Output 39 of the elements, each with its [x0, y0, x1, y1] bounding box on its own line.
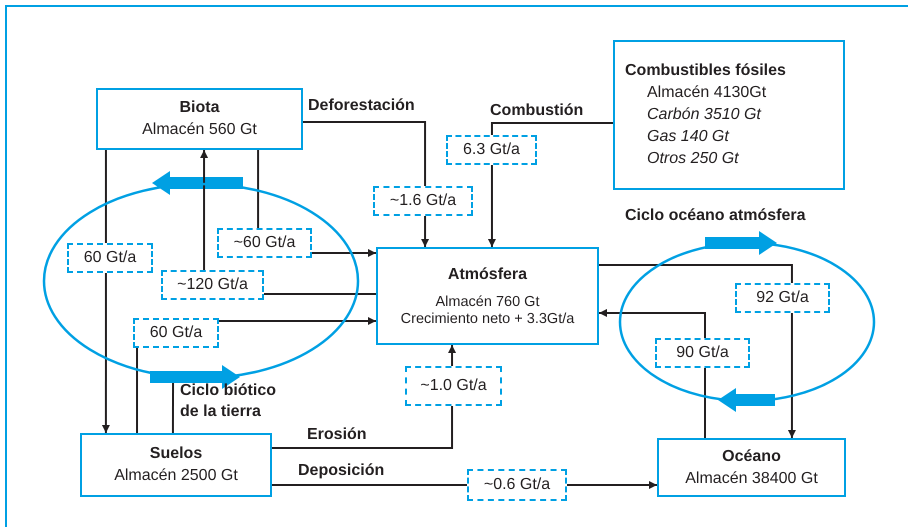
diagram-label: Combustión	[490, 101, 584, 121]
box-text: Crecimiento neto + 3.3Gt/a	[400, 311, 574, 328]
edge-label: 60 Gt/a	[67, 243, 153, 273]
box-title: Atmósfera	[448, 265, 528, 285]
edge-label: 90 Gt/a	[655, 338, 750, 368]
edge-label: ~1.0 Gt/a	[405, 366, 502, 406]
box-text: Almacén 2500 Gt	[114, 466, 238, 486]
storage-box	[613, 40, 845, 190]
storage-box	[96, 88, 303, 150]
edge-label: 92 Gt/a	[735, 283, 830, 313]
box-title: Océano	[722, 446, 781, 466]
flow-arrow	[303, 120, 430, 247]
box-text: Almacén 560 Gt	[142, 120, 257, 140]
box-text: Gas 140 Gt	[646, 127, 729, 147]
edge-label: ~60 Gt/a	[217, 228, 312, 258]
edge-label: ~0.6 Gt/a	[467, 469, 567, 501]
box-text: Almacén 4130Gt	[646, 83, 766, 103]
box-title: Suelos	[150, 444, 202, 464]
box-title: Biota	[180, 98, 220, 118]
box-text: Almacén 760 Gt	[436, 294, 540, 311]
diagram-label: Deforestación	[308, 96, 415, 116]
storage-box	[376, 247, 599, 345]
box-title: Combustibles fósiles	[625, 61, 786, 81]
storage-box	[657, 438, 846, 497]
edge-label: ~1.6 Gt/a	[373, 186, 473, 216]
edge-label: 60 Gt/a	[133, 318, 219, 348]
edge-label: ~120 Gt/a	[161, 270, 264, 300]
flow-arrow	[102, 150, 110, 433]
edge-label: 6.3 Gt/a	[446, 135, 537, 165]
box-text: Almacén 38400 Gt	[685, 468, 818, 488]
diagram-label: Ciclo océano atmósfera	[625, 206, 806, 226]
diagram-label: Ciclo biótico de la tierra	[180, 381, 277, 422]
flow-arrow	[599, 264, 796, 438]
flow-arrow	[488, 122, 613, 247]
box-text: Otros 250 Gt	[646, 149, 739, 169]
box-text: Carbón 3510 Gt	[646, 105, 761, 125]
diagram-label: Deposición	[298, 461, 384, 481]
storage-box	[80, 433, 272, 497]
diagram-label: Erosión	[307, 425, 367, 445]
